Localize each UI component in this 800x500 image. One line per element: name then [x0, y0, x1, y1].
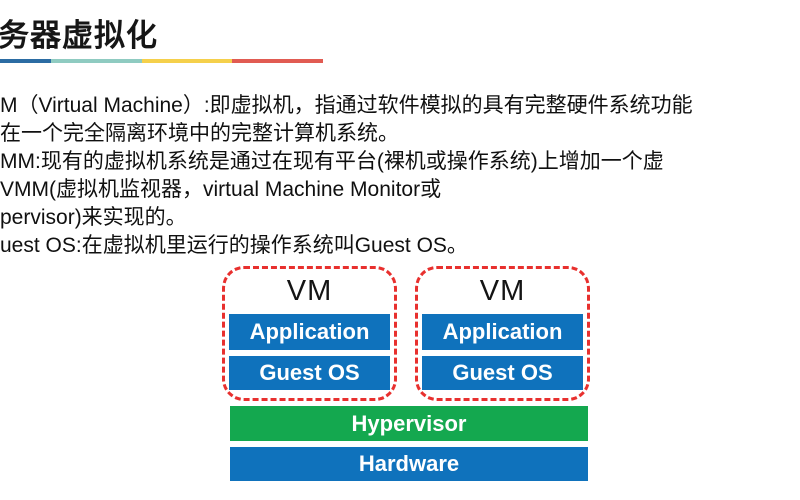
hypervisor-bar: Hypervisor — [230, 406, 588, 441]
hardware-bar: Hardware — [230, 447, 588, 481]
vm-label: VM — [479, 275, 526, 307]
body-line-vmm-definition-cont: VMM(虚拟机监视器，virtual Machine Monitor或 — [0, 178, 442, 201]
guest-os-layer: Guest OS — [229, 356, 390, 390]
guest-os-layer: Guest OS — [422, 356, 583, 390]
application-layer: Application — [229, 314, 390, 350]
accent-segment-teal — [51, 59, 142, 63]
accent-bar — [0, 59, 323, 63]
body-line-vm-definition: M（Virtual Machine）:即虚拟机，指通过软件模拟的具有完整硬件系统… — [0, 94, 693, 117]
body-line-vmm-definition-end: pervisor)来实现的。 — [0, 206, 187, 229]
page-title: 务器虚拟化 — [0, 18, 158, 54]
accent-segment-yellow — [142, 59, 232, 63]
application-layer: Application — [422, 314, 583, 350]
body-text: M（Virtual Machine）:即虚拟机，指通过软件模拟的具有完整硬件系统… — [0, 92, 693, 260]
body-line-vm-definition-cont: 在一个完全隔离环境中的完整计算机系统。 — [0, 122, 399, 145]
vm-label: VM — [286, 275, 333, 307]
vm-box-1: VM Application Guest OS — [222, 266, 397, 401]
accent-segment-red — [232, 59, 323, 63]
body-line-vmm-definition: MM:现有的虚拟机系统是通过在现有平台(裸机或操作系统)上增加一个虚 — [0, 150, 664, 173]
accent-segment-blue — [0, 59, 51, 63]
body-line-guest-os-definition: uest OS:在虚拟机里运行的操作系统叫Guest OS。 — [0, 234, 468, 257]
vm-box-2: VM Application Guest OS — [415, 266, 590, 401]
